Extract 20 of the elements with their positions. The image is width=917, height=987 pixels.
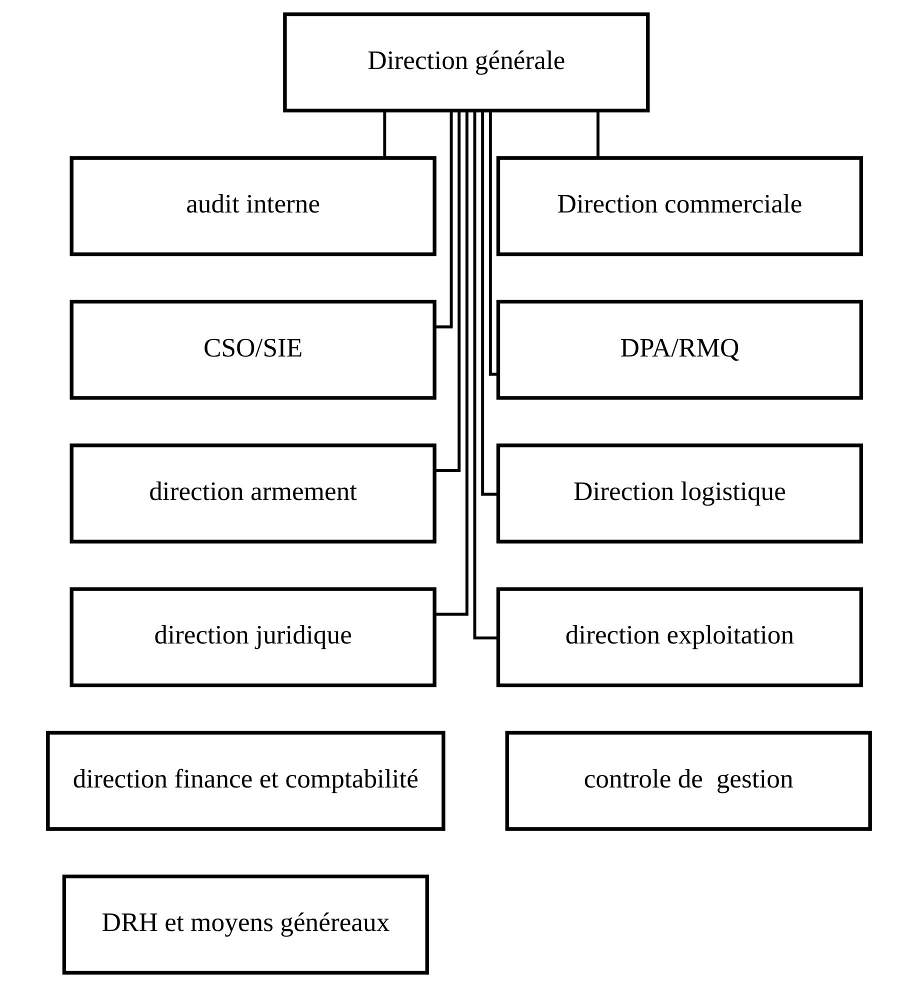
- connector: [480, 110, 498, 496]
- node-box: direction finance et comptabilité: [46, 730, 445, 831]
- node-box: DRH et moyens généreaux: [62, 874, 428, 975]
- connector: [488, 111, 498, 376]
- node-box: Direction générale: [282, 12, 650, 112]
- connector: [472, 111, 498, 640]
- connector: [434, 110, 452, 328]
- connector: [596, 110, 599, 158]
- node-box: audit interne: [69, 156, 436, 256]
- node-box: direction exploitation: [496, 587, 863, 688]
- connector: [434, 110, 468, 616]
- node-box: controle de gestion: [504, 730, 872, 831]
- connector: [382, 110, 386, 158]
- connector: [434, 110, 460, 472]
- node-box: direction armement: [69, 444, 436, 544]
- node-box: Direction commerciale: [496, 156, 863, 256]
- node-box: direction juridique: [69, 587, 436, 688]
- node-box: DPA/RMQ: [496, 300, 863, 400]
- node-box: Direction logistique: [496, 444, 863, 544]
- node-box: CSO/SIE: [69, 300, 436, 400]
